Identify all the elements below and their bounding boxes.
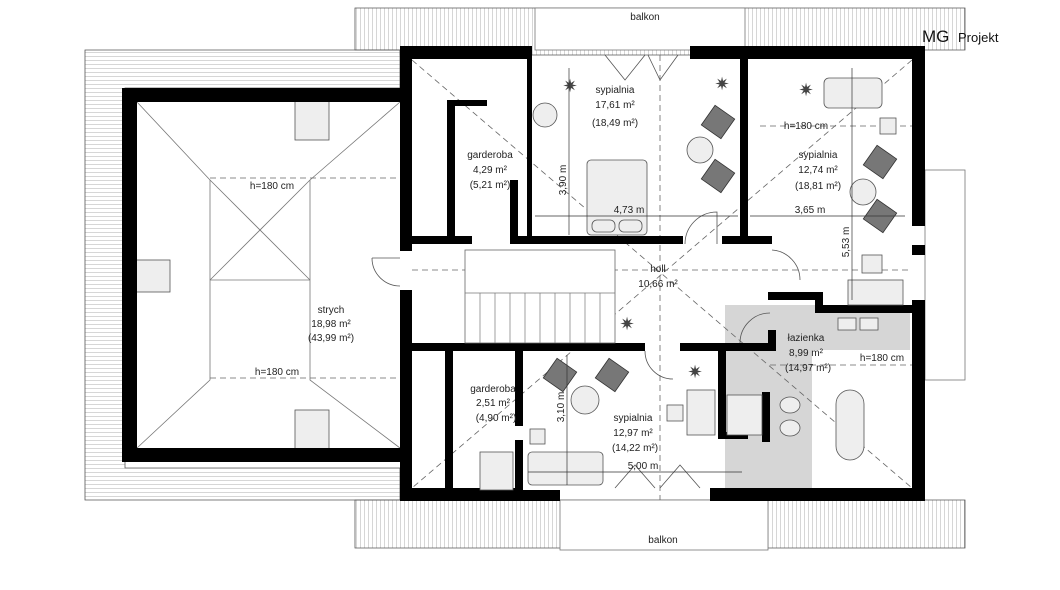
bathroom-area-total: (14,97 m²) <box>785 363 831 374</box>
bedroom3-area: 12,97 m² <box>613 428 653 439</box>
attic-height-top: h=180 cm <box>250 181 294 192</box>
armchair <box>700 104 736 140</box>
armchair <box>862 144 898 180</box>
bedroom2-width: 3,65 m <box>795 205 826 216</box>
logo-projekt: Projekt <box>958 30 999 45</box>
bedroom3-depth: 3,10 m <box>556 392 567 423</box>
bedroom2-name: sypialnia <box>799 150 838 161</box>
roof-overhang <box>84 7 966 551</box>
bedroom1-area-total: (18,49 m²) <box>592 118 638 129</box>
wardrobe1-area: 4,29 m² <box>473 165 508 176</box>
wardrobe2-area: 2,51 m² <box>476 398 511 409</box>
staircase <box>464 249 616 344</box>
hall-name: holl <box>650 264 666 275</box>
attic-name: strych <box>318 305 345 316</box>
bedroom1-depth: 3,90 m <box>558 165 569 196</box>
balcony-top-label: balkon <box>630 12 659 23</box>
bedroom2-depth: 5,53 m <box>841 227 852 258</box>
svg-text:✷: ✷ <box>714 74 729 94</box>
hall-area: 10,66 m² <box>638 279 678 290</box>
balcony-bottom-label: balkon <box>648 535 677 546</box>
bathroom-height: h=180 cm <box>860 353 904 364</box>
attic-area: 18,98 m² <box>311 319 351 330</box>
wardrobe1-area-total: (5,21 m²) <box>470 180 511 191</box>
wardrobe1-name: garderoba <box>467 150 513 161</box>
bedroom1-width: 4,73 m <box>614 205 645 216</box>
dimension-lines <box>528 68 905 485</box>
mg-projekt-logo: MG Projekt <box>922 27 999 46</box>
bedroom2-area-total: (18,81 m²) <box>795 181 841 192</box>
armchair <box>700 158 736 194</box>
doors <box>371 54 801 489</box>
bathtub <box>823 77 883 109</box>
attic-height-bottom: h=180 cm <box>255 367 299 378</box>
bedroom1-area: 17,61 m² <box>595 100 635 111</box>
bedroom2-area: 12,74 m² <box>798 165 838 176</box>
plant-icons: ✷ ✷ ✷ ✷ ✷ <box>562 74 813 382</box>
bedroom3-name: sypialnia <box>614 413 653 424</box>
svg-text:✷: ✷ <box>619 314 634 334</box>
bathroom-area: 8,99 m² <box>789 348 824 359</box>
svg-text:✷: ✷ <box>798 80 813 100</box>
walls <box>122 46 925 501</box>
bathroom-name: łazienka <box>788 333 825 344</box>
wardrobe2-area-total: (4,90 m²) <box>476 413 517 424</box>
wardrobe2-name: garderoba <box>470 384 516 395</box>
bedroom3-width: 5,00 m <box>628 461 659 472</box>
bedroom3-area-total: (14,22 m²) <box>612 443 658 454</box>
attic-area-total: (43,99 m²) <box>308 333 354 344</box>
logo-mg: MG <box>922 27 949 46</box>
bedroom1-name: sypialnia <box>596 85 635 96</box>
attic-area <box>129 99 401 451</box>
bedroom2-height: h=180 cm <box>784 121 828 132</box>
svg-text:✷: ✷ <box>687 362 702 382</box>
freestanding-bath <box>835 389 865 461</box>
svg-text:✷: ✷ <box>562 76 577 96</box>
